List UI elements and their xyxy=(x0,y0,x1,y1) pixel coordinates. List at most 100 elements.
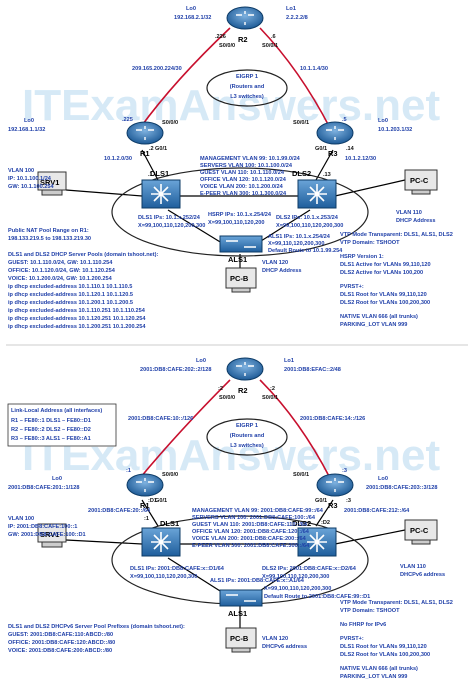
pvrst-dls1-b: DLS1 Root for VLANs 99,110,120 xyxy=(340,644,427,650)
link-dls2-pcc xyxy=(334,179,406,197)
r3-lo0-ip-top: 10.1.203.1/32 xyxy=(378,127,412,133)
r2-name-top: R2 xyxy=(238,35,248,44)
eigrp-line-1: EIGRP 1 xyxy=(236,74,258,80)
vtp-mode-top: VTP Mode Transparent: DLS1, ALS1, DLS2 xyxy=(340,232,453,238)
r2-s000-top: S0/0/0 xyxy=(219,43,235,49)
pvrst-title-top: PVRST+: xyxy=(340,284,364,290)
lla-title: Link-Local Address (all interfaces) xyxy=(11,408,102,414)
r1-lo0-ip-b: 2001:DB8:CAFE:201::1/128 xyxy=(8,485,80,491)
als1-ips-top: ALS1 IPs: 10.1.x.254/24 xyxy=(268,234,331,240)
hsrp-ips-top: HSRP IPs: 10.1.x.254/24 xyxy=(208,212,272,218)
r1-dot2-top: .2 xyxy=(149,146,154,152)
router-r1-top[interactable] xyxy=(126,121,164,145)
router-r2-bottom[interactable] xyxy=(226,357,264,381)
r1-lo0-top: Lo0 xyxy=(24,118,34,124)
r3-lo0-b: Lo0 xyxy=(378,476,388,482)
dls2-ips-b: DLS2 IPs: 2001:DB8:CAFE:x::D2/64 xyxy=(262,566,357,572)
dhcp-guest-top: GUEST: 10.1.110.0/24, GW: 10.1.110.254 xyxy=(8,260,113,266)
switch-dls2-top[interactable] xyxy=(297,179,337,209)
als1-route-top: Default Route to 10.1.99.254 xyxy=(268,248,343,254)
r2-lo1-top: Lo1 xyxy=(286,6,296,12)
vlan-voice-b: VOICE VLAN 200: 2001:DB8:CAFE:200::/64 xyxy=(192,536,307,542)
r1-s000-top: S0/0/0 xyxy=(162,120,178,126)
dls2-name-b: DLS2 xyxy=(292,519,311,528)
eigrp-line-3-b: L3 switches) xyxy=(230,443,264,449)
r3-name-top: R3 xyxy=(328,149,338,158)
link-r3-dls2-b xyxy=(315,499,334,527)
switch-dls1-bottom[interactable] xyxy=(141,527,181,557)
pvrst-title-b: PVRST+: xyxy=(340,636,364,642)
dhcp-excl-6-top: ip dhcp excluded-address 10.1.200.251 10… xyxy=(8,324,146,330)
r3-if-top-top: .5 xyxy=(342,117,347,123)
switch-als1-top[interactable] xyxy=(219,235,263,253)
r3-g01-b: G0/1 xyxy=(315,498,327,504)
dhcp-voice-top: VOICE: 10.1.200.0/24, GW: 10.1.200.254 xyxy=(8,276,113,282)
dhcp-excl-1-top: ip dhcp excluded-address 10.1.110.1 10.1… xyxy=(8,284,132,290)
server-srv1-top[interactable] xyxy=(37,171,67,196)
pcc-name-top: PC-C xyxy=(410,176,429,185)
eigrp-ellipse-top xyxy=(206,69,288,107)
dhcpv6-voice: VOICE: 2001:DB8:CAFE:200:ABCD::/80 xyxy=(8,648,112,654)
dls1-vlans-b: X=99,100,110,120,200,300 xyxy=(130,574,197,580)
server-srv1-bottom[interactable] xyxy=(37,523,67,548)
srv1-vlan-top: VLAN 100 xyxy=(8,168,34,174)
srv1-gw-top: GW: 10.1.100.254 xyxy=(8,184,54,190)
vlan-guest-b: GUEST VLAN 110: 2001:DB8:CAFE:110::/64 xyxy=(192,522,308,528)
r1-net-bottom-b: 2001:DB8:CAFE:20::/64 xyxy=(88,508,151,514)
switch-als1-bottom[interactable] xyxy=(219,589,263,607)
pc-pcb-top[interactable] xyxy=(225,267,257,293)
r3-g01-top: G0/1 xyxy=(315,146,327,152)
pcb-dhcp-b: DHCPv6 address xyxy=(262,644,307,650)
link-r2-r3-b xyxy=(259,379,331,479)
link-r1-dls1 xyxy=(141,149,159,181)
r3-dot13-top: .13 xyxy=(323,172,331,178)
dls2-ips-top: DLS2 IPs: 10.1.x.253/24 xyxy=(276,215,339,221)
pcc-dhcp-b: DHCPv6 address xyxy=(400,572,445,578)
link-srv1-dls1-b xyxy=(65,539,143,545)
r1-lo0-b: Lo0 xyxy=(52,476,62,482)
dls2-name-top: DLS2 xyxy=(292,169,311,178)
r3-d2-b: :D2 xyxy=(321,520,330,526)
vtp-mode-b: VTP Mode Transparent: DLS1, ALS1, DLS2 xyxy=(340,600,453,606)
dhcpv6-office: OFFICE: 2001:DB8:CAFE:120:ABCD::/80 xyxy=(8,640,115,646)
als1-name-top: ALS1 xyxy=(228,255,247,264)
pvrst-dls2-b: DLS2 Root for VLANs 100,200,300 xyxy=(340,652,430,658)
srv1-vlan-b: VLAN 100 xyxy=(8,516,34,522)
pvrst-dls1-top: DLS1 Root for VLANs 99,110,120 xyxy=(340,292,427,298)
link-dls2-pcc-b xyxy=(334,529,406,545)
vlan-guest-top: GUEST VLAN 110: 10.1.110.0/24 xyxy=(200,170,285,176)
router-r2-top[interactable] xyxy=(226,6,264,30)
dhcp-pools-title-top: DLS1 and DLS2 DHCP Server Pools (domain … xyxy=(8,252,158,258)
r2-if-right-b: :2 xyxy=(270,386,275,392)
dhcp-excl-4-top: ip dhcp excluded-address 10.1.110.251 10… xyxy=(8,308,146,314)
pc-pcb-bottom[interactable] xyxy=(225,627,257,653)
link-r1-r2-net-b: 2001:DB8:CAFE:10::/126 xyxy=(128,416,193,422)
pcb-vlan-b: VLAN 120 xyxy=(262,636,288,642)
als1-ips-b: ALS1 IPs: 2001:DB8:CAFE:x::A1/64 xyxy=(210,578,305,584)
r3-net-bottom-b: 2001:DB8:CAFE:212::/64 xyxy=(344,508,410,514)
parking-vlan-b: PARKING_LOT VLAN 999 xyxy=(340,674,407,680)
pcb-vlan-top: VLAN 120 xyxy=(262,260,288,266)
pc-pcc-bottom[interactable] xyxy=(404,519,438,545)
dls1-vlans-top: X=99,100,110,120,200,300 xyxy=(138,223,205,229)
dhcp-excl-3-top: ip dhcp excluded-address 10.1.200.1 10.1… xyxy=(8,300,133,306)
switch-dls1-top[interactable] xyxy=(141,179,181,209)
router-r3-bottom[interactable] xyxy=(316,473,354,497)
switch-dls2-bottom[interactable] xyxy=(297,527,337,557)
bottom-diagram: ITExamAnswers.net EIGRP 1 (Routers and L… xyxy=(7,357,453,680)
link-r1-r2 xyxy=(139,27,231,129)
link-r2-r3-net-top: 10.1.1.4/30 xyxy=(300,66,328,72)
r1-lo0-ip-top: 192.168.1.1/32 xyxy=(8,127,45,133)
pcc-vlan-top: VLAN 110 xyxy=(396,210,422,216)
router-r3-top[interactable] xyxy=(316,121,354,145)
eigrp-ellipse-bottom xyxy=(206,418,288,456)
pc-pcc-top[interactable] xyxy=(404,169,438,195)
r3-dot14-top: .14 xyxy=(346,146,355,152)
dls2-vlans-b: X=99,100,110,120,200,300 xyxy=(262,574,329,580)
srv1-name-top: SRV1 xyxy=(40,178,59,187)
router-r1-bottom[interactable] xyxy=(126,473,164,497)
link-r1-r2-net-top: 209.165.200.224/30 xyxy=(132,66,182,72)
r2-lo0-top: Lo0 xyxy=(186,6,196,12)
vtp-domain-top: VTP Domain: TSHOOT xyxy=(340,240,400,246)
